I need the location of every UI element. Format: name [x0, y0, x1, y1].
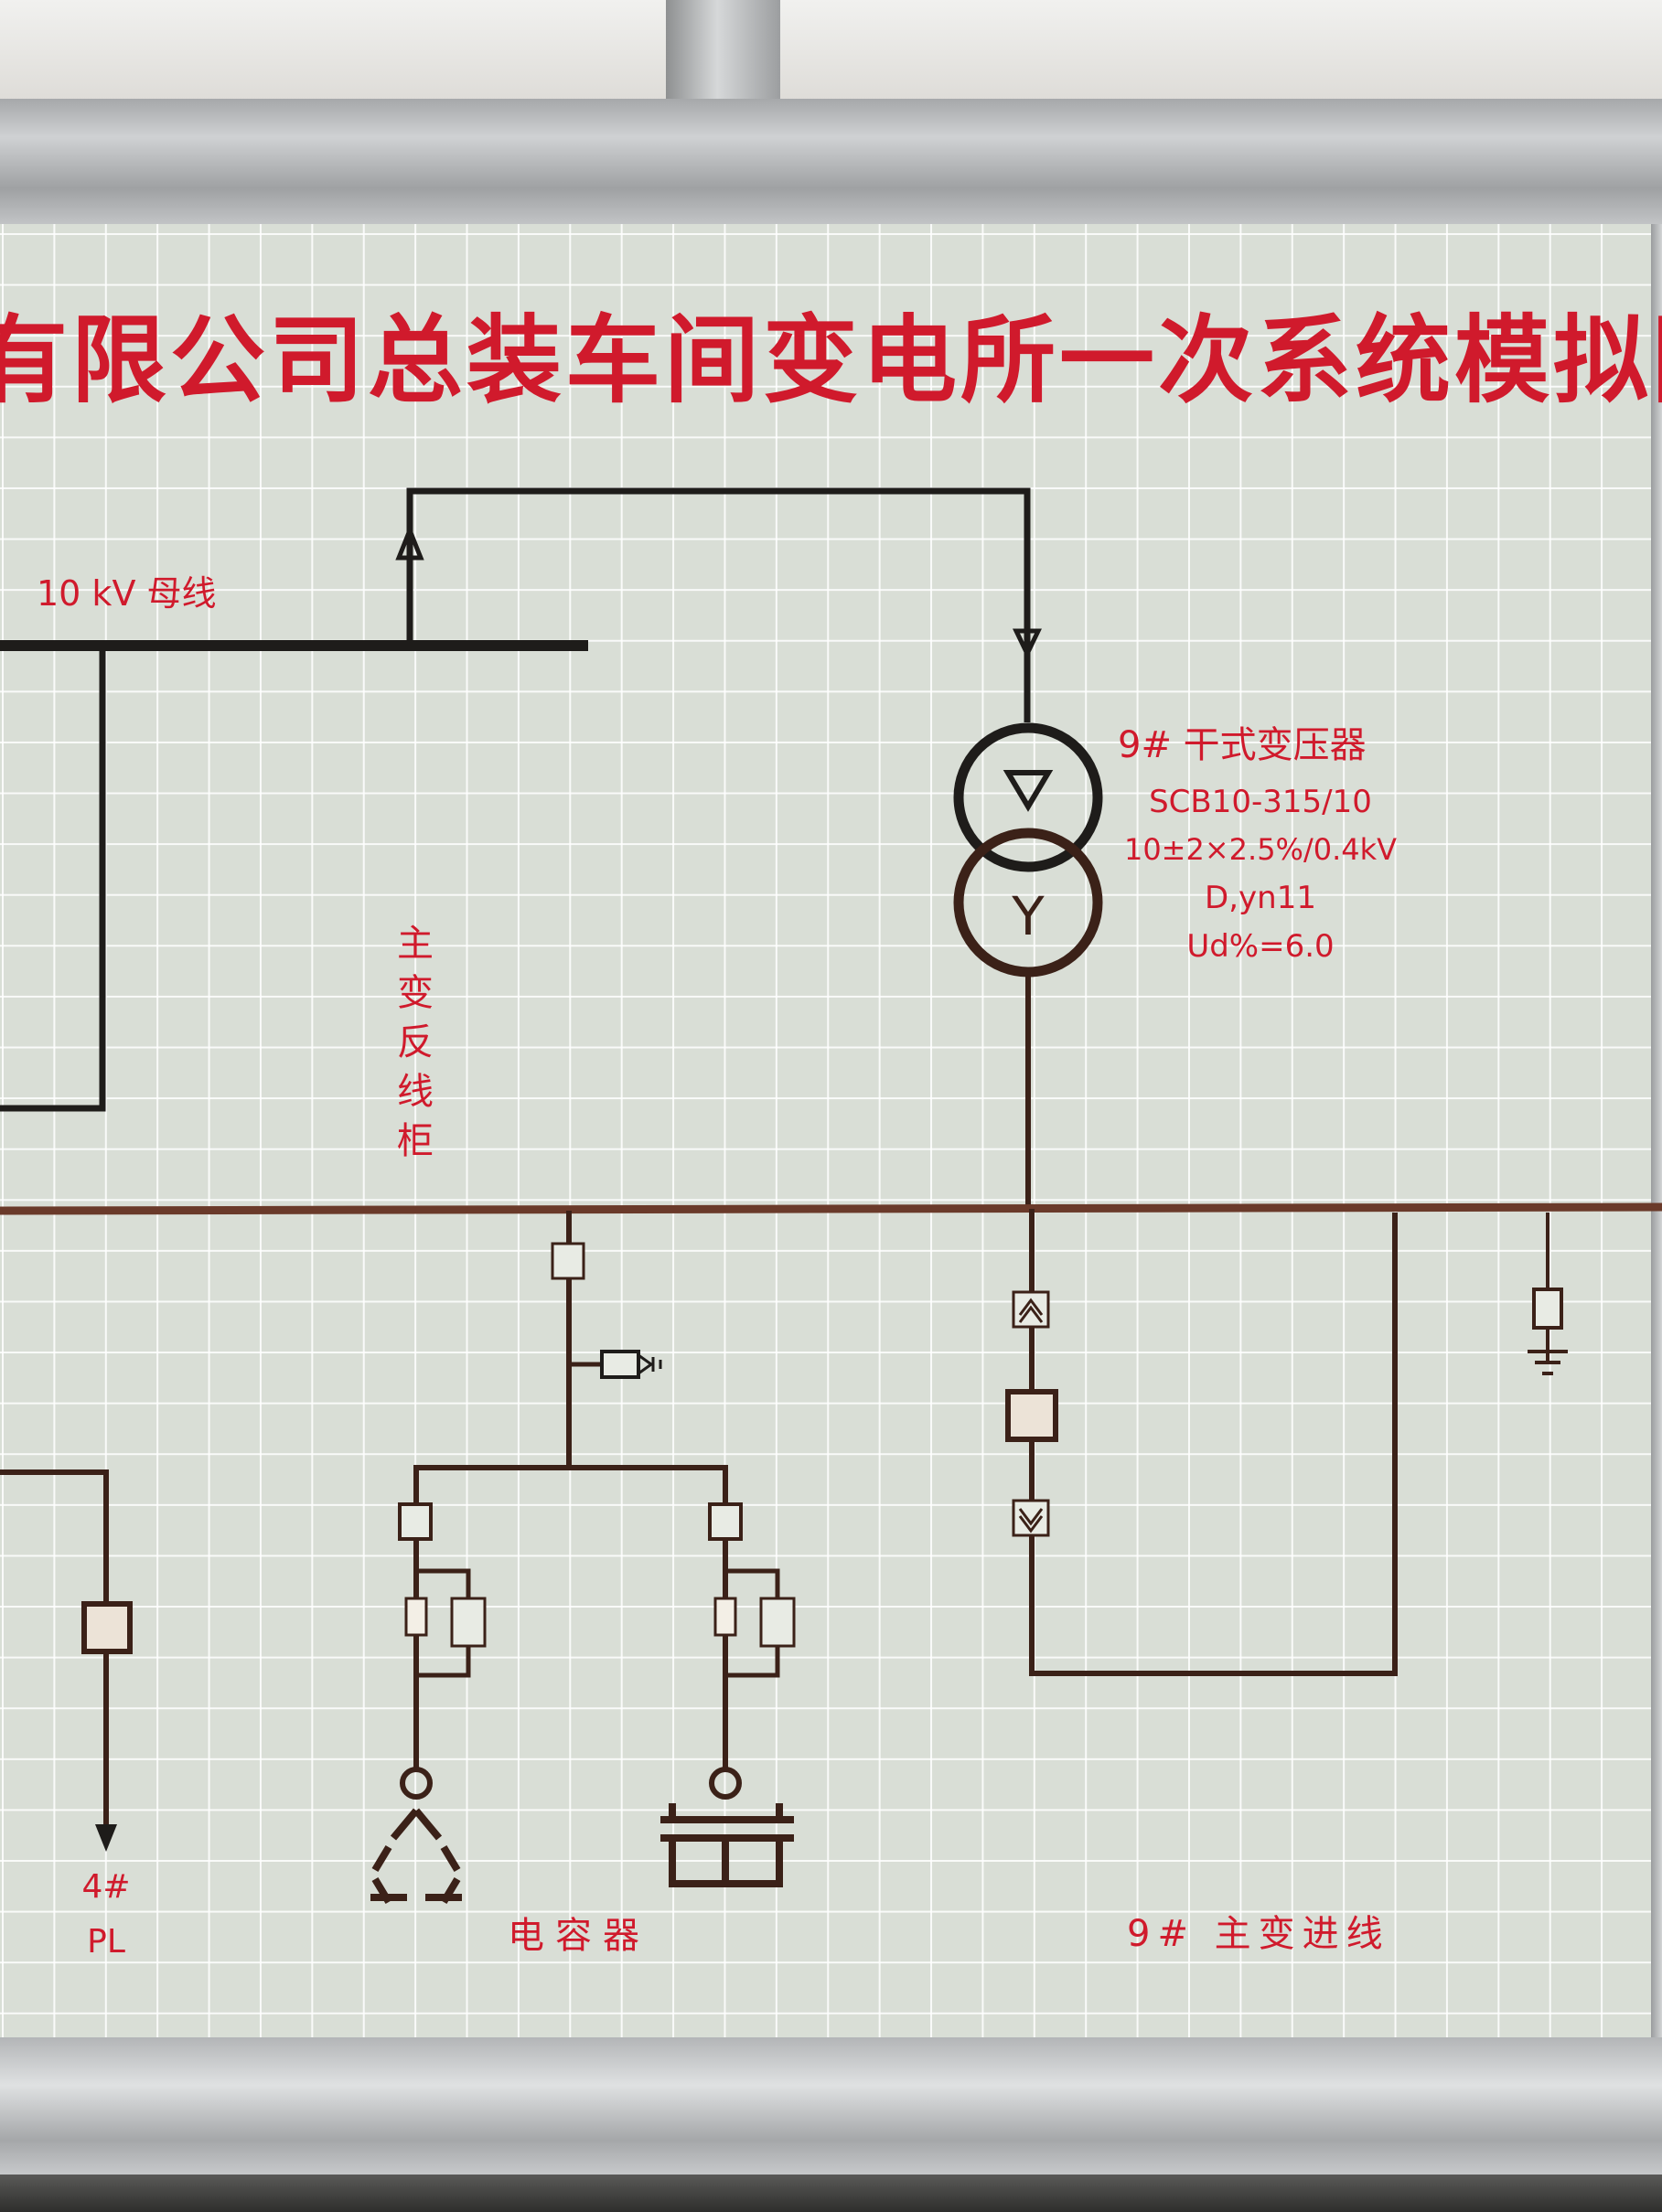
wye-symbol: Y	[1011, 885, 1045, 947]
right-branch-fuse-icon	[708, 1502, 743, 1541]
ground-icon	[1528, 1350, 1568, 1375]
mimic-board	[0, 224, 1651, 2039]
diagram-title: 有限公司总装车间变电所一次系统模拟图	[0, 305, 1662, 416]
up-arrow-icon	[395, 524, 424, 561]
main-incoming-loop	[1029, 1209, 1398, 1676]
bus-10kv-label: 10 kV 母线	[37, 573, 217, 614]
board-frame-bottom	[0, 2037, 1662, 2175]
main-incoming-label: 9# 主变进线	[1127, 1913, 1390, 1955]
transformer-voltage: 10±2×2.5%/0.4kV	[1124, 832, 1397, 867]
right-capacitor-bank-icon	[660, 1803, 794, 1887]
pl-arrow-icon	[95, 1824, 117, 1852]
floor-strip	[0, 2175, 1662, 2212]
down-arrow-icon	[1013, 628, 1042, 659]
incoming-breaker-icon	[1005, 1389, 1058, 1442]
grounding-tip-icon	[638, 1353, 662, 1375]
transformer-vector: D,yn11	[1205, 880, 1316, 916]
wall-background	[0, 0, 1662, 101]
metal-post	[666, 0, 780, 105]
delta-icon	[1003, 770, 1054, 812]
grounding-switch-icon	[600, 1350, 640, 1379]
right-branch-switch-icon	[713, 1597, 737, 1637]
pl-breaker-icon	[81, 1601, 133, 1654]
left-branch-reactor-icon	[400, 1767, 433, 1800]
transformer-model: SCB10-315/10	[1149, 784, 1372, 820]
pl-feeder-name: PL	[87, 1923, 125, 1961]
drawout-upper-chevron-icon	[1018, 1298, 1044, 1323]
left-branch-arrester-icon	[450, 1597, 487, 1648]
right-branch-arrester-icon	[759, 1597, 796, 1648]
pl-feeder-number: 4#	[81, 1868, 130, 1906]
feeder-cabinet-label: 主变反线柜	[391, 924, 434, 1170]
transformer-name: 9# 干式变压器	[1118, 724, 1367, 766]
left-capacitor-delta-icon	[370, 1808, 462, 1905]
left-branch-switch-icon	[404, 1597, 428, 1637]
board-frame-top	[0, 99, 1662, 227]
busbar-drop-line	[0, 646, 106, 1112]
pl-feeder-line	[0, 1469, 109, 1838]
capacitor-disconnector-icon	[551, 1242, 585, 1280]
left-branch-fuse-icon	[398, 1502, 433, 1541]
busbar-400v	[0, 1202, 1662, 1215]
drawout-lower-chevron-icon	[1018, 1508, 1044, 1533]
right-branch-reactor-icon	[709, 1767, 742, 1800]
transformer-ud: Ud%=6.0	[1186, 928, 1334, 965]
transformer-primary-winding	[953, 722, 1103, 872]
feeder-to-transformer-line	[406, 487, 1031, 722]
capacitor-label: 电容器	[508, 1915, 650, 1957]
board-frame-right	[1651, 224, 1662, 2039]
surge-arrester-icon	[1532, 1288, 1563, 1330]
